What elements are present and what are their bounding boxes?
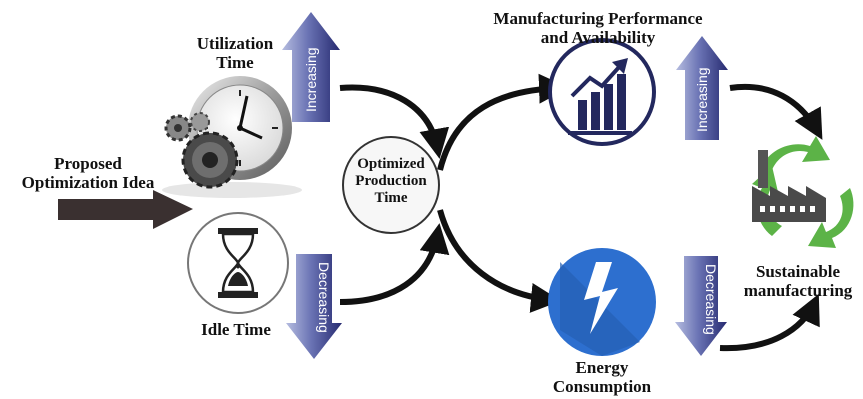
utilization-increasing-arrow: Increasing [282,12,340,122]
center-circle [342,136,440,234]
utilization-label: Utilization Time [196,34,274,72]
proposed-label: Proposed Optimization Idea [21,154,155,192]
connector-center-to-energy [437,209,561,313]
input-arrow [58,190,193,229]
center-label: Optimized Production Time [355,156,427,206]
connector-mfg-to-sustainable [729,83,823,140]
clock-gears-icon [162,76,302,198]
connector-idle-to-center [339,223,450,305]
connector-utilization-to-center [339,84,450,159]
connector-energy-to-sustainable [719,293,820,352]
idle-time-label: Idle Time [201,320,271,339]
energy-label: Energy Consumption [552,358,652,396]
mfg-label: Manufacturing Performance and Availabili… [493,9,703,47]
energy-decreasing-arrow: Decreasing [675,256,727,356]
recycle-factory-icon [752,136,854,248]
energy-arrow-text: Decreasing [703,264,719,335]
hourglass-icon [187,212,289,314]
mfg-arrow-text: Increasing [694,67,710,132]
idle-arrow-text: Decreasing [316,262,332,333]
lightning-bolt-icon [548,248,656,356]
rising-bar-chart-icon [548,38,656,146]
idle-decreasing-arrow: Decreasing [286,254,342,359]
mfg-increasing-arrow: Increasing [676,36,728,140]
utilization-arrow-text: Increasing [303,47,319,112]
sustainable-label: Sustainable manufacturing [743,262,853,300]
connector-center-to-mfg [437,73,569,171]
